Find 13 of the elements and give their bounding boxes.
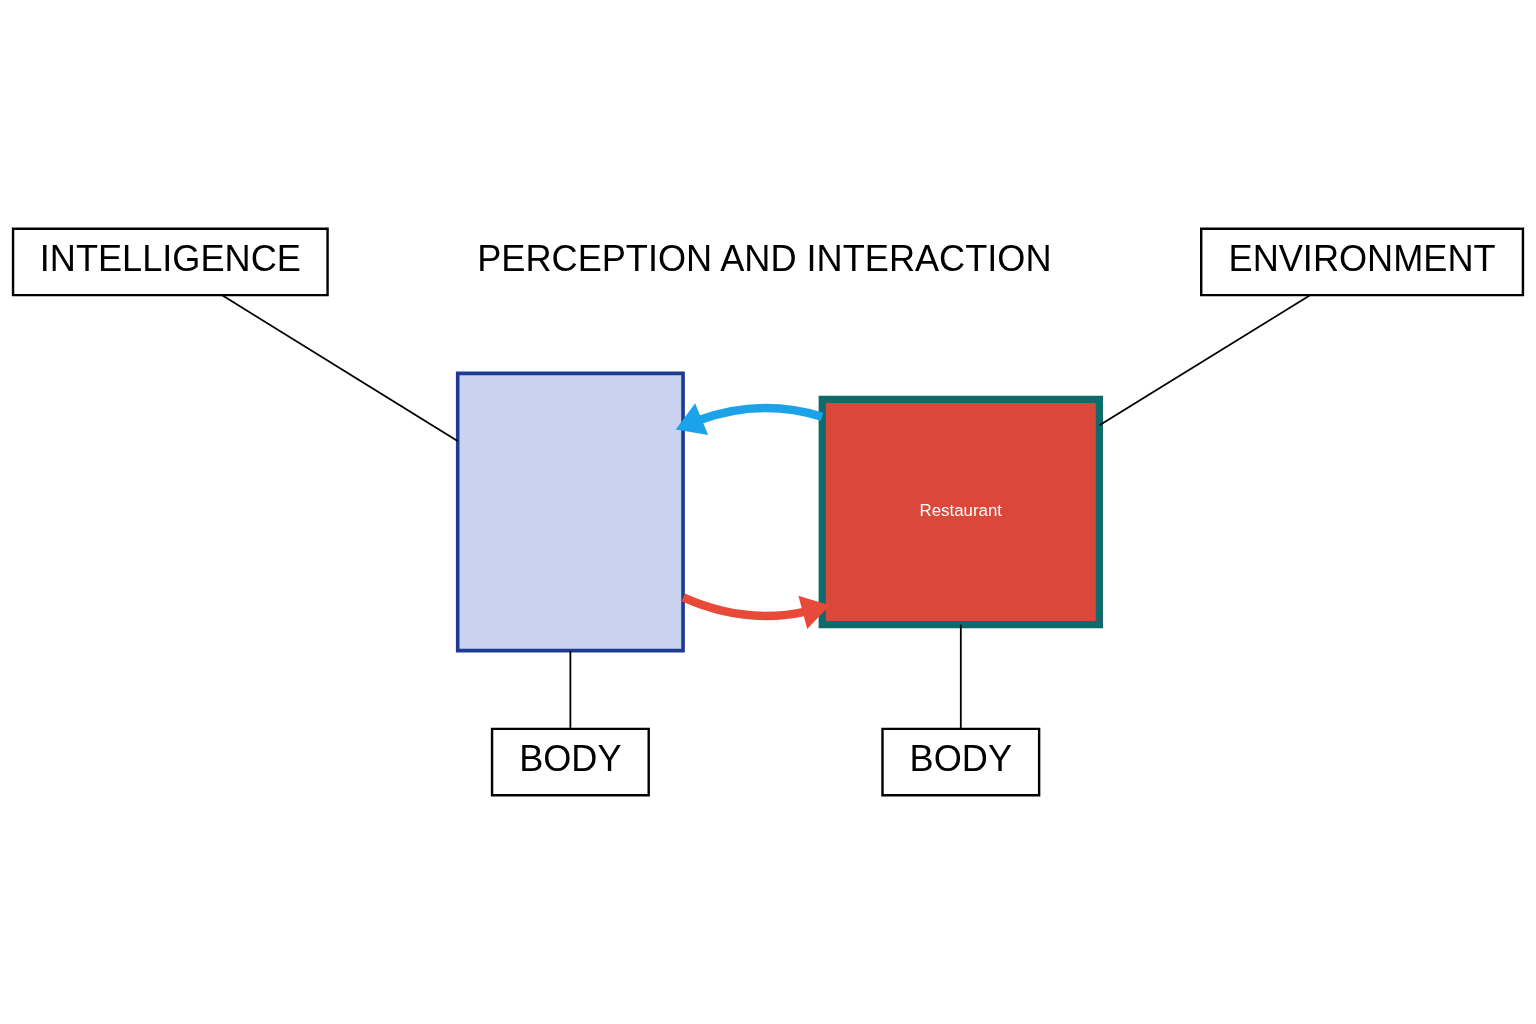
label: PERCEPTION AND INTERACTION — [477, 238, 1052, 279]
node-box: INTELLIGENCE — [11, 227, 329, 297]
node-box: Restaurant — [818, 395, 1103, 629]
connector — [569, 649, 572, 730]
node-box: ENVIRONMENT — [1200, 227, 1525, 297]
arrow — [675, 403, 824, 435]
node-box — [455, 371, 685, 653]
arrow — [681, 593, 830, 629]
node-box: BODY — [881, 727, 1041, 797]
connector — [959, 623, 962, 730]
connector — [221, 294, 459, 442]
connector — [1098, 294, 1311, 427]
node-box: BODY — [490, 727, 650, 797]
